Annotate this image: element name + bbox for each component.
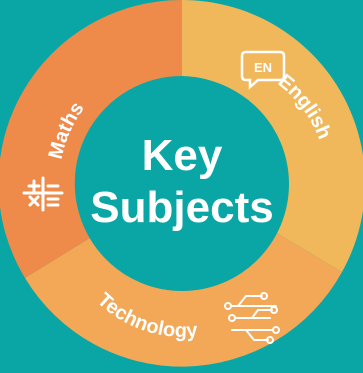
technology-segment bbox=[25, 232, 342, 367]
english-speech-bubble-icon: EN bbox=[240, 50, 286, 90]
maths-segment bbox=[0, 0, 182, 278]
center-disc bbox=[75, 77, 289, 291]
english-segment bbox=[182, 0, 363, 272]
circuit-icon bbox=[224, 292, 280, 344]
math-operators-icon bbox=[22, 176, 64, 212]
english-icon-text: EN bbox=[254, 60, 272, 75]
center-title-line1: Key bbox=[142, 131, 223, 180]
center-title-line2: Subjects bbox=[90, 183, 273, 232]
